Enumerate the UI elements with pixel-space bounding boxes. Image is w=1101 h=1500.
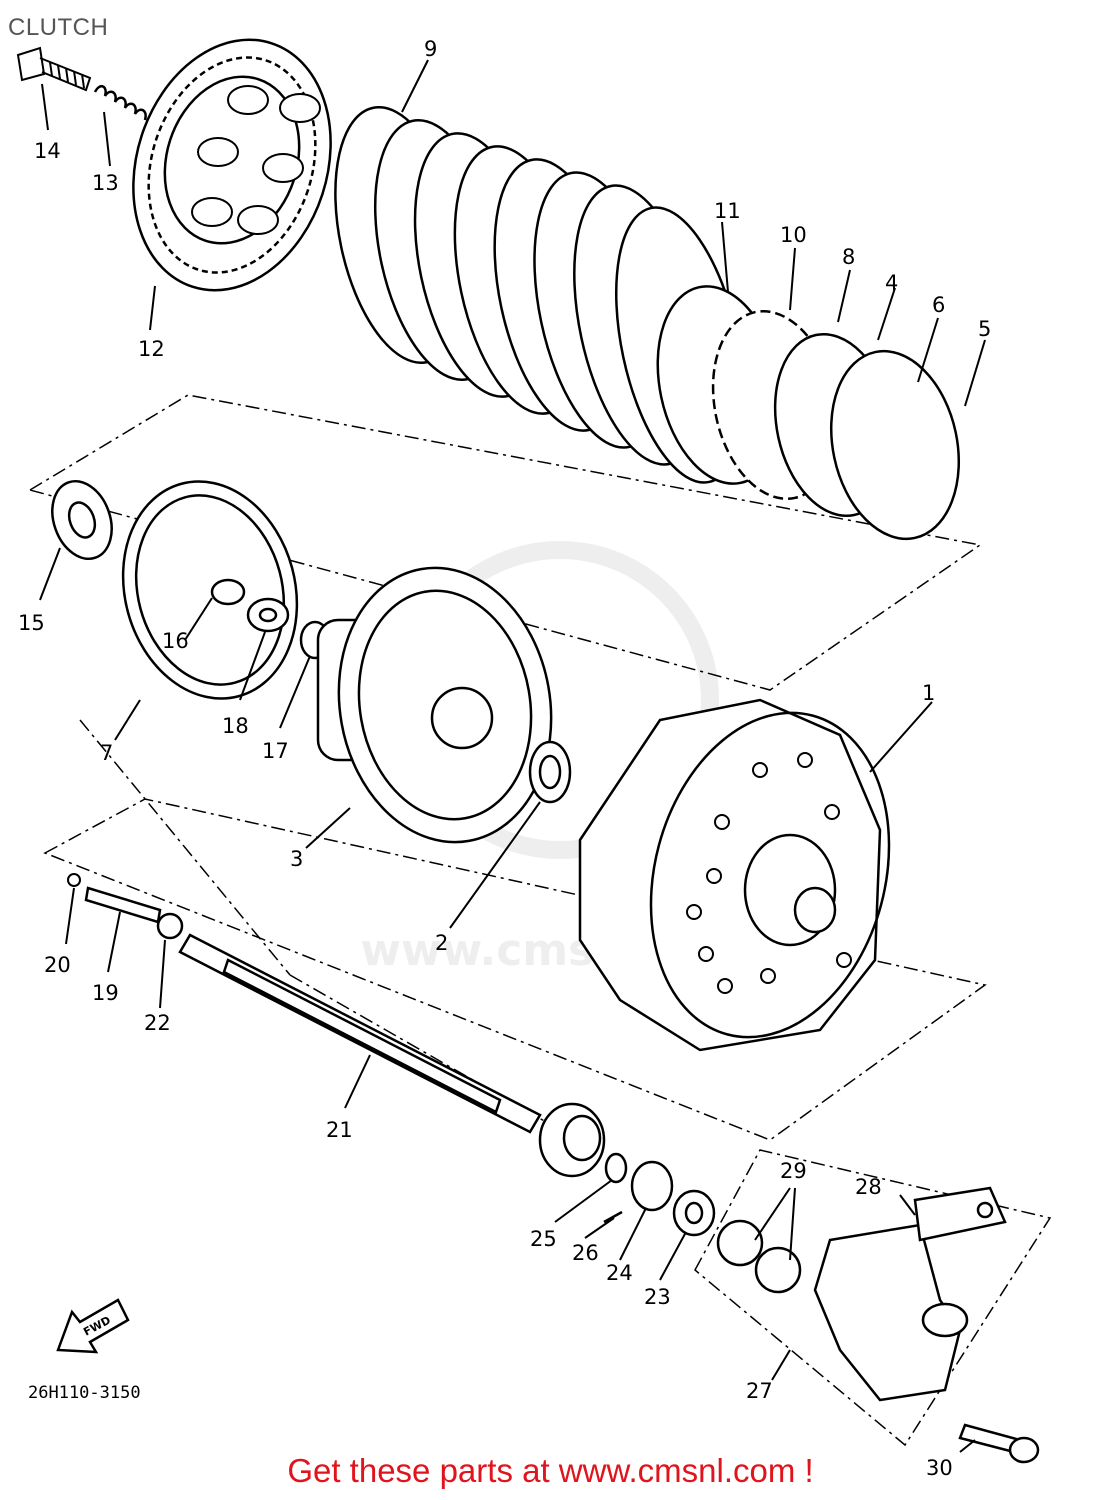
fwd-arrow-icon: FWD <box>56 1298 130 1354</box>
callout-15: 15 <box>18 611 45 635</box>
callout-3: 3 <box>290 847 303 871</box>
callout-20: 20 <box>44 953 71 977</box>
callout-18: 18 <box>222 714 249 738</box>
drawing-code: 26H110-3150 <box>28 1383 141 1403</box>
clutch-lever-assembly-part-27 <box>813 1223 969 1402</box>
clutch-boss-part-3 <box>316 566 553 844</box>
callout-14: 14 <box>34 139 61 163</box>
callout-17: 17 <box>262 739 289 763</box>
callout-8: 8 <box>842 245 855 269</box>
callout-30: 30 <box>926 1456 953 1480</box>
callout-24: 24 <box>606 1261 633 1285</box>
plate-part-7 <box>121 480 299 700</box>
callout-26: 26 <box>572 1241 599 1265</box>
callout-22: 22 <box>144 1011 171 1035</box>
assembly-lines <box>28 394 1052 1447</box>
callout-21: 21 <box>326 1118 353 1142</box>
pushrod-part-21 <box>178 933 542 1134</box>
spring-part-13 <box>93 84 147 121</box>
pressure-plate-part-12 <box>132 38 332 292</box>
thrust-washer-part-2 <box>528 740 572 804</box>
callout-labels: 1 2 3 4 5 6 7 8 9 10 11 12 13 14 15 16 1… <box>18 37 991 1480</box>
pushrod-part-19 <box>84 886 162 924</box>
callout-6: 6 <box>932 293 945 317</box>
callout-19: 19 <box>92 981 119 1005</box>
callout-27: 27 <box>746 1379 773 1403</box>
page-title: CLUTCH <box>8 14 109 41</box>
o-ring-part-25 <box>604 1152 628 1184</box>
callout-16: 16 <box>162 629 189 653</box>
ball-part-20 <box>67 873 81 887</box>
callout-11: 11 <box>714 199 741 223</box>
seal-pair-part-29 <box>716 1219 802 1294</box>
callout-25: 25 <box>530 1227 557 1251</box>
leader-lines <box>39 59 986 1453</box>
callout-7: 7 <box>100 741 113 765</box>
bearing-part-15 <box>51 479 113 561</box>
callout-28: 28 <box>855 1175 882 1199</box>
callout-29: 29 <box>780 1159 807 1183</box>
callout-13: 13 <box>92 171 119 195</box>
oil-seal-large <box>538 1102 606 1178</box>
nut-part-18 <box>246 597 290 633</box>
callout-10: 10 <box>780 223 807 247</box>
parts-link-banner[interactable]: Get these parts at www.cmsnl.com ! <box>287 1452 814 1489</box>
callout-4: 4 <box>885 271 898 295</box>
lever-plate-part-28 <box>913 1186 1007 1242</box>
pin-part-26 <box>603 1210 623 1224</box>
friction-plate-stack <box>334 105 961 541</box>
callout-2: 2 <box>435 931 448 955</box>
callout-9: 9 <box>424 37 437 61</box>
bolt-part-30 <box>958 1423 1040 1464</box>
bearing-part-24 <box>630 1160 674 1212</box>
ball-part-22 <box>156 912 184 940</box>
callout-12: 12 <box>138 337 165 361</box>
bolt-part-14 <box>16 46 92 92</box>
oil-seal-part-23 <box>672 1189 716 1237</box>
callout-1: 1 <box>922 681 935 705</box>
callout-5: 5 <box>978 317 991 341</box>
clutch-housing-part-1 <box>578 698 891 1052</box>
callout-23: 23 <box>644 1285 671 1309</box>
